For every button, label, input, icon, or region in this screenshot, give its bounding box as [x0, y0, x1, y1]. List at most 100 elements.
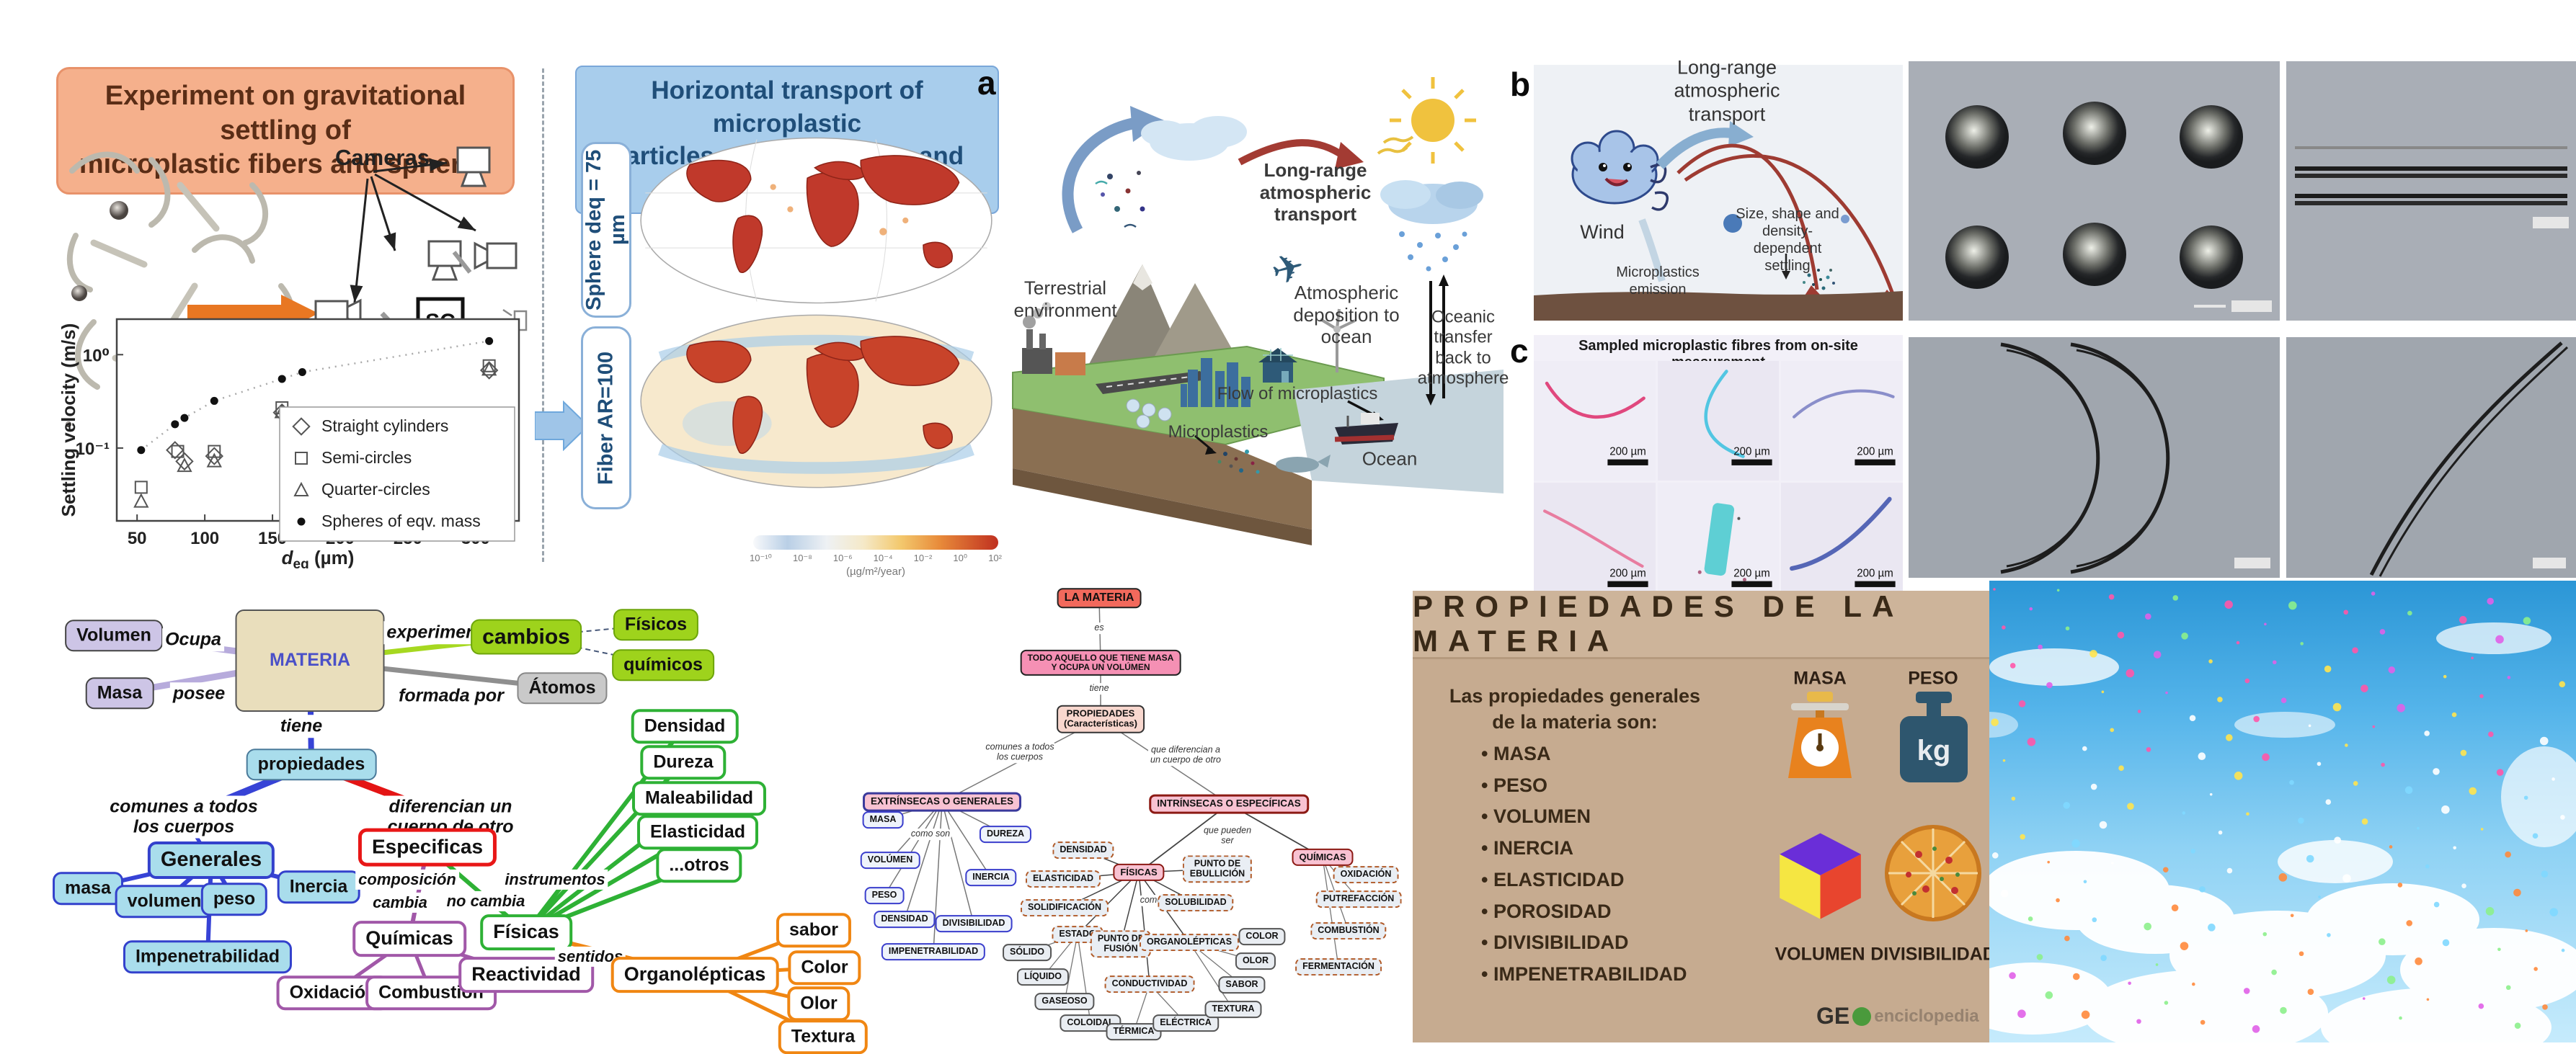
sky-clouds-photo: [1989, 581, 2576, 1042]
property-item: ELASTICIDAD: [1481, 865, 1687, 896]
node-m_peso: PESO: [864, 887, 905, 904]
camera-icon: [314, 146, 518, 327]
node-g_sabor: SABOR: [1218, 976, 1266, 993]
property-item: VOLUMEN: [1481, 801, 1687, 833]
large-particle-icon: [1723, 214, 1742, 233]
node-es: es: [1092, 622, 1106, 634]
node-ocupa: Ocupa: [162, 628, 224, 651]
node-como2: como: [1137, 895, 1165, 906]
node-propiedades: propiedades: [246, 749, 377, 780]
logo-main: GE: [1816, 1003, 1850, 1029]
node-g_ele: ELÉCTRICA: [1152, 1014, 1219, 1032]
emission-plume: [1638, 218, 1666, 282]
svg-text:deq (µm): deq (µm): [282, 547, 355, 568]
node-especificas: Especificas: [357, 828, 497, 867]
ship-icon: [1334, 413, 1398, 445]
divisibilidad-label: DIVISIBILIDAD: [1870, 944, 1996, 965]
wind-turbine-icon: [1319, 308, 1356, 372]
node-tiene: tiene: [277, 715, 326, 738]
peso-label: PESO: [1908, 668, 1958, 689]
small-particle-icon: [1841, 215, 1849, 223]
node-impen: Impenetrabilidad: [123, 940, 293, 973]
node-sabor: sabor: [776, 913, 852, 947]
label-terrestrial: Terrestrial environment: [1013, 277, 1117, 321]
panel-label-a: a: [977, 64, 996, 102]
colorbar: [753, 535, 998, 550]
confetti-particles: [1991, 588, 2566, 1033]
panel-label-c: c: [1510, 332, 1529, 370]
particles-icon: [1095, 171, 1145, 228]
node-densidad1: Densidad: [631, 709, 739, 743]
node-com2: comunes a todos los cuerpos: [983, 741, 1057, 763]
colorbar-tick: 10⁻¹⁰: [750, 553, 772, 563]
node-d_solu: SOLUBILIDAD: [1158, 894, 1234, 911]
node-volumen2: volumen: [115, 885, 214, 918]
svg-text:10⁻¹: 10⁻¹: [76, 439, 110, 459]
node-masa2: masa: [53, 872, 123, 905]
node-q_oxi: OXIDACIÓN: [1333, 866, 1399, 883]
logo-globe-icon: [1852, 1006, 1872, 1026]
cube-icon: [1780, 833, 1861, 919]
micrograph-semicircle-fibres: [1909, 337, 2280, 578]
world-map-sphere-deposition: [640, 137, 992, 304]
node-masa1: Masa: [85, 677, 154, 709]
node-volumen1: Volumen: [65, 620, 163, 651]
label-long-range: Long-range atmospheric transport: [1259, 158, 1372, 225]
microplastic-dots: [1217, 450, 1260, 474]
svg-text:Straight cylinders: Straight cylinders: [321, 416, 448, 435]
whale-icon: [1276, 455, 1331, 473]
node-q_put: PUTREFACCIÓN: [1315, 890, 1402, 908]
node-m_imp: IMPENETRABILIDAD: [881, 943, 986, 960]
node-olor: Olor: [787, 986, 850, 1021]
horizontal-transport-panel: Horizontal transport of microplastic par…: [569, 61, 1002, 578]
scale-chip: [2231, 300, 2272, 312]
node-def: TODO AQUELLO QUE TIENE MASA Y OCUPA UN V…: [1020, 649, 1181, 676]
sun-icon: [1377, 77, 1476, 164]
node-formadapor: formada por: [396, 684, 507, 707]
node-tiene2: tiene: [1087, 683, 1111, 695]
node-props2: PROPIEDADES (Características): [1057, 705, 1145, 733]
cloud-icon: [1141, 116, 1247, 161]
scale-chip: [2234, 558, 2270, 568]
label-microplastics: Microplastics: [1168, 421, 1269, 442]
node-fisicas1: Físicas: [480, 914, 572, 950]
fibre-image-5: 200 µm: [1657, 482, 1780, 602]
label-flow: Flow of microplastics: [1217, 383, 1378, 403]
wind-title: Long-range atmospheric transport: [1674, 56, 1780, 125]
micrograph-spheres: [1909, 61, 2280, 321]
settling-experiment-panel: Experiment on gravitational settling of …: [50, 61, 541, 569]
logo-tail: enciclopedia: [1874, 1006, 1979, 1026]
scale-chip: [2533, 217, 2569, 228]
volumen-label: VOLUMEN: [1775, 944, 1865, 965]
node-generales: Generales: [147, 841, 275, 879]
settling-particles: [1803, 269, 1835, 290]
node-m_fis: FÍSICAS: [1113, 863, 1165, 882]
atmospheric-transport-cartoon: Long-range atmospheric transport Wind Mi…: [1534, 56, 1903, 321]
scale-label: 200 µm: [1733, 567, 1769, 579]
trajectory-arrows: [1676, 143, 1895, 295]
node-g_gas: GASEOSO: [1034, 993, 1095, 1010]
ocean-surface: [1294, 370, 1504, 493]
node-peso2: peso: [200, 883, 268, 916]
label-ocean: Ocean: [1362, 447, 1418, 470]
pizza-icon: [1885, 825, 1981, 921]
microplastics-cycle-diagram: ✈: [1009, 61, 1509, 569]
emission-label: Microplastics emission: [1616, 264, 1700, 298]
wind-cloud-icon: [1571, 130, 1669, 211]
node-atomos: Átomos: [517, 672, 608, 704]
node-m_divi: DIVISIBILIDAD: [935, 915, 1013, 932]
node-cambios: cambios: [471, 619, 582, 655]
node-materia: MATERIA: [235, 609, 385, 712]
scale-icon: [1788, 692, 1852, 778]
node-intr: INTRÍNSECAS O ESPECÍFICAS: [1149, 794, 1309, 814]
node-m_iner: INERCIA: [965, 869, 1017, 886]
node-g_ter: TÉRMICA: [1106, 1023, 1162, 1040]
node-g_olor: OLOR: [1235, 952, 1276, 970]
node-g_sol: SÓLIDO: [1003, 944, 1052, 961]
geo-logo: GE enciclopedia: [1816, 1003, 1979, 1030]
fiber-row-label: Fiber AR=100: [581, 326, 631, 509]
node-q_com: COMBUSTIÓN: [1310, 922, 1387, 939]
node-maleab: Maleabilidad: [631, 781, 767, 816]
node-inercia2: Inercia: [277, 870, 360, 903]
node-d_cond: CONDUCTIVIDAD: [1104, 975, 1195, 993]
